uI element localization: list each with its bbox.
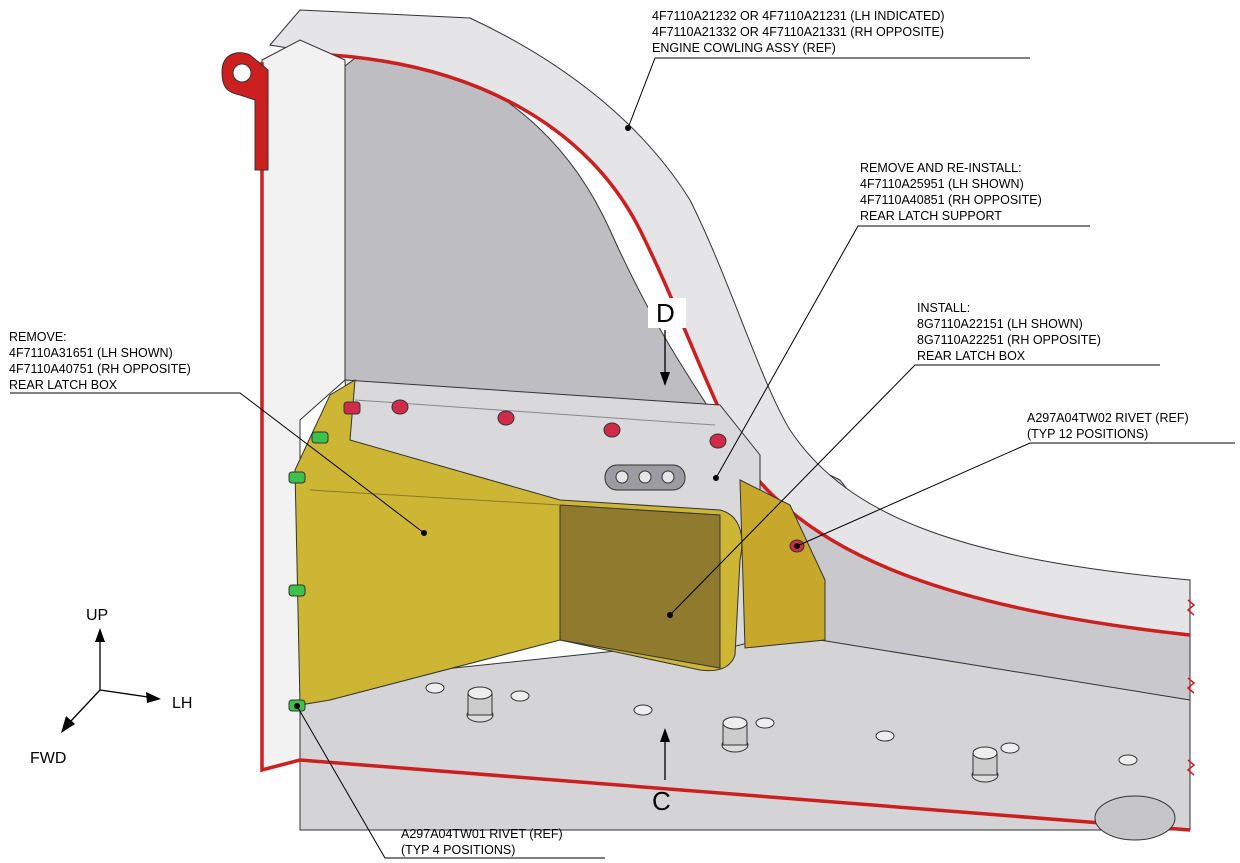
floor-fasteners: [425, 682, 1176, 841]
callout-rivet-12-line: A297A04TW02 RIVET (REF): [1027, 411, 1189, 425]
cowling-red-edge: [264, 53, 1191, 637]
view-c-arrow-icon: [660, 728, 670, 742]
callout-support-line: 4F7110A40851 (RH OPPOSITE): [860, 193, 1042, 207]
callout-support-line: REAR LATCH SUPPORT: [860, 209, 1002, 223]
leader-remove: [10, 392, 425, 534]
callout-cowling-line: 4F7110A21232 OR 4F7110A21231 (LH INDICAT…: [652, 9, 945, 23]
left-wall-red-edge: [260, 62, 1191, 832]
lh-arrow-icon: [146, 692, 161, 703]
view-c: C: [652, 728, 671, 816]
leader-support: [715, 225, 1090, 479]
callout-remove-box: REMOVE: 4F7110A31651 (LH SHOWN) 4F7110A4…: [9, 330, 191, 392]
view-c-letter: C: [652, 786, 671, 816]
support-slot-plate: [604, 464, 686, 491]
direction-lh-label: LH: [172, 695, 192, 712]
view-d: D: [648, 298, 686, 386]
airframe-structure: [221, 9, 1196, 841]
callout-remove-line: 4F7110A40751 (RH OPPOSITE): [9, 362, 191, 376]
callout-support-line: REMOVE AND RE-INSTALL:: [860, 161, 1022, 175]
leader-lines: [10, 57, 1235, 859]
callout-install-line: REAR LATCH BOX: [917, 349, 1026, 363]
callout-install-box: INSTALL: 8G7110A22151 (LH SHOWN) 8G7110A…: [917, 301, 1101, 363]
view-d-arrow-icon: [660, 372, 670, 386]
break-marks: [1186, 599, 1196, 776]
direction-fwd-label: FWD: [30, 750, 66, 767]
callout-cowling: 4F7110A21232 OR 4F7110A21231 (LH INDICAT…: [652, 9, 945, 55]
callout-remove-line: 4F7110A31651 (LH SHOWN): [9, 346, 173, 360]
callout-install-line: 8G7110A22151 (LH SHOWN): [917, 317, 1083, 331]
view-d-letter: D: [656, 298, 675, 328]
red-rivets: [343, 399, 805, 553]
callout-install-line: 8G7110A22251 (RH OPPOSITE): [917, 333, 1101, 347]
callout-rivet-12: A297A04TW02 RIVET (REF) (TYP 12 POSITION…: [1027, 411, 1189, 441]
callout-support: REMOVE AND RE-INSTALL: 4F7110A25951 (LH …: [860, 161, 1042, 223]
callout-support-line: 4F7110A25951 (LH SHOWN): [860, 177, 1024, 191]
callout-remove-line: REAR LATCH BOX: [9, 378, 118, 392]
callout-rivet-4-line: A297A04TW01 RIVET (REF): [401, 827, 563, 841]
callout-remove-line: REMOVE:: [9, 330, 67, 344]
direction-triad: UP LH FWD: [30, 607, 192, 767]
callout-rivet-4-line: (TYP 4 POSITIONS): [401, 843, 515, 857]
direction-up-label: UP: [86, 607, 108, 624]
leader-cowling: [627, 57, 1030, 129]
callout-rivet-4: A297A04TW01 RIVET (REF) (TYP 4 POSITIONS…: [401, 827, 563, 857]
leader-rivet-12: [796, 442, 1235, 547]
up-arrow-icon: [95, 628, 105, 642]
callout-install-line: INSTALL:: [917, 301, 970, 315]
hinge-lug: [221, 52, 269, 171]
fwd-arrow-icon: [61, 716, 75, 733]
callout-rivet-12-line: (TYP 12 POSITIONS): [1027, 427, 1148, 441]
callout-cowling-line: 4F7110A21332 OR 4F7110A21331 (RH OPPOSIT…: [652, 25, 944, 39]
leader-rivet-4: [296, 705, 605, 859]
callout-cowling-line: ENGINE COWLING ASSY (REF): [652, 41, 836, 55]
rear-latch-box-dark-face: [559, 504, 721, 669]
leader-install: [669, 364, 1160, 616]
